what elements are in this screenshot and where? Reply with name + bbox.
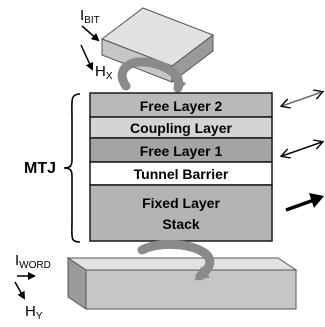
word-field-loop-arrow xyxy=(137,239,215,281)
word-line-top-face xyxy=(66,257,298,271)
word-current-label: IWORD xyxy=(15,252,51,271)
word-field-label: HY xyxy=(25,303,43,322)
bit-current-label: IBIT xyxy=(80,7,100,26)
word-line-front-face xyxy=(85,269,297,310)
layer-fixed-layer-stack xyxy=(89,184,273,242)
svg-text:HY: HY xyxy=(25,303,43,322)
bidirectional-arrow-icon xyxy=(282,92,322,106)
svg-text:HX: HX xyxy=(95,63,113,82)
label-coupling-layer: Coupling Layer xyxy=(130,120,232,136)
bit-field-label: HX xyxy=(95,63,113,82)
word-field-arrow xyxy=(14,281,25,300)
label-free-layer-2: Free Layer 2 xyxy=(140,98,223,114)
fixed-arrow-icon xyxy=(285,193,324,212)
svg-text:IBIT: IBIT xyxy=(80,7,100,26)
mtj-brace xyxy=(63,93,81,243)
bit-field-arrow xyxy=(80,44,94,71)
label-free-layer-1: Free Layer 1 xyxy=(140,143,223,159)
svg-text:IWORD: IWORD xyxy=(15,252,51,271)
bit-field-loop-arrow xyxy=(117,57,187,95)
mtj-layer-stack: Free Layer 2 Coupling Layer Free Layer 1… xyxy=(89,92,273,242)
bidirectional-arrow-icon xyxy=(282,142,322,156)
mtj-label: MTJ xyxy=(24,160,56,177)
bit-current-arrow xyxy=(81,25,100,42)
label-tunnel-barrier: Tunnel Barrier xyxy=(134,166,229,182)
word-line xyxy=(66,257,298,310)
word-line-left-face xyxy=(67,257,87,310)
